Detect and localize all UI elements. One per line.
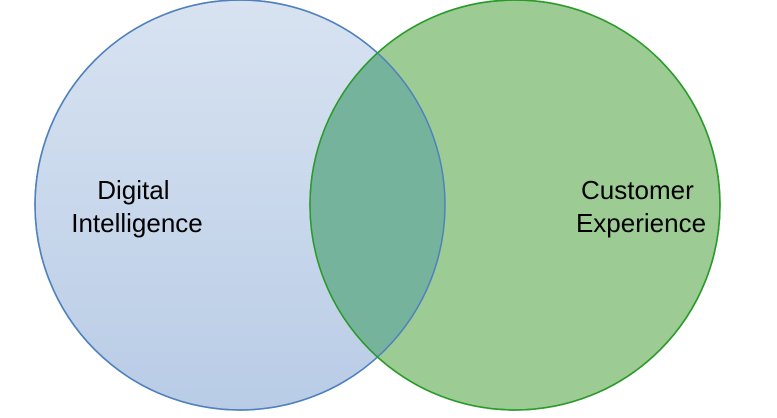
venn-circle-right-outline — [309, 0, 721, 411]
label-customer-experience: Customer Experience — [576, 175, 706, 238]
venn-overlap-region — [310, 0, 445, 410]
venn-circle-left-outline — [34, 0, 446, 411]
label-digital-intelligence: Digital Intelligence — [71, 175, 203, 238]
label-line: Customer — [581, 175, 694, 205]
label-line: Intelligence — [71, 208, 203, 238]
label-line: Digital — [97, 175, 169, 205]
label-line: Experience — [576, 208, 706, 238]
